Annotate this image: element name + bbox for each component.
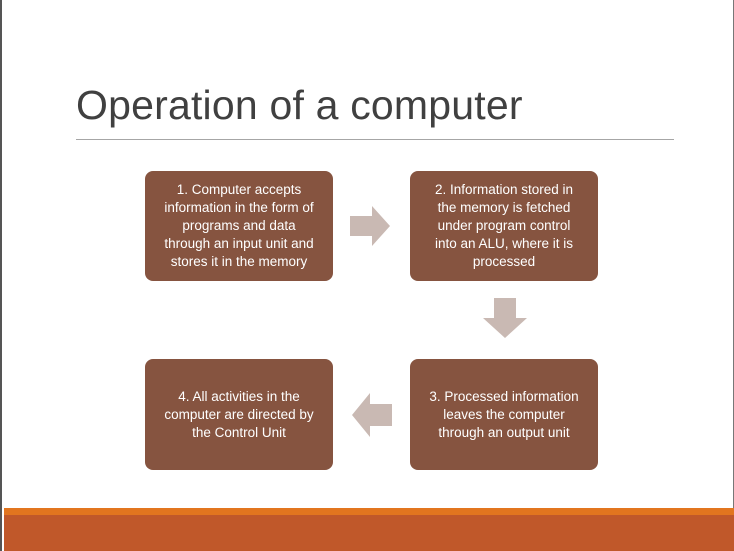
step-4-text: 4. All activities in the computer are di… <box>164 388 314 440</box>
step-1-text: 1. Computer accepts information in the f… <box>164 182 314 269</box>
title-divider <box>76 139 674 140</box>
step-box-2: 2. Information stored in the memory is f… <box>410 171 598 281</box>
slide-title: Operation of a computer <box>76 82 523 128</box>
footer-band <box>4 515 734 551</box>
arrow-right-icon <box>350 206 390 246</box>
step-box-1: 1. Computer accepts information in the f… <box>145 171 333 281</box>
arrow-left-icon <box>352 393 392 437</box>
step-2-text: 2. Information stored in the memory is f… <box>434 182 574 269</box>
step-box-4: 4. All activities in the computer are di… <box>145 359 333 470</box>
step-3-text: 3. Processed information leaves the comp… <box>429 388 579 440</box>
footer-stripe <box>4 508 734 515</box>
step-box-3: 3. Processed information leaves the comp… <box>410 359 598 470</box>
arrow-down-icon <box>483 298 527 338</box>
